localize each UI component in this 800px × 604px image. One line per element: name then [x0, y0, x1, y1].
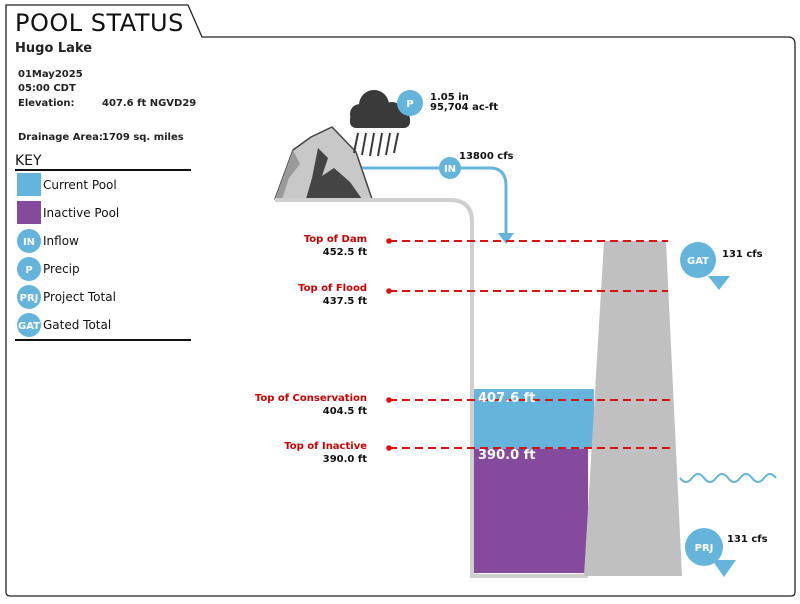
level-top-of-inactive: Top of Inactive 390.0 ft	[284, 441, 674, 465]
gated-badge	[680, 242, 716, 278]
level-name: Top of Conservation	[255, 393, 367, 404]
project-badge-symbol: PRJ	[695, 543, 714, 554]
level-name: Top of Dam	[304, 234, 367, 245]
reservoir-outline	[275, 198, 588, 578]
current-pool-label: 407.6 ft	[478, 391, 536, 406]
key-label-precip: Precip	[43, 262, 80, 276]
level-top-of-conservation: Top of Conservation 404.5 ft	[255, 393, 672, 417]
dam-structure	[584, 241, 682, 576]
precip-depth: 1.05 in	[430, 92, 469, 103]
rain-cloud-icon	[350, 90, 410, 157]
lake-name: Hugo Lake	[15, 41, 92, 56]
precip-key-badge	[17, 257, 41, 281]
level-value: 437.5 ft	[323, 296, 367, 307]
level-top-of-flood: Top of Flood 437.5 ft	[298, 283, 668, 307]
level-value: 390.0 ft	[323, 454, 367, 465]
inflow-arrow-line	[362, 166, 508, 236]
elevation-label: Elevation:	[18, 98, 75, 109]
gated-badge-symbol: GAT	[687, 256, 709, 267]
precip-key-symbol: P	[25, 265, 32, 276]
precip-badge-symbol: P	[406, 99, 413, 110]
drainage-value: 1709 sq. miles	[102, 132, 184, 143]
inflow-key-symbol: IN	[23, 237, 35, 248]
current-pool-swatch	[17, 173, 41, 196]
project-arrow-head	[712, 560, 736, 577]
inflow-key-badge	[17, 229, 41, 253]
key-label-gated-total: Gated Total	[43, 318, 111, 332]
key-label-current-pool: Current Pool	[43, 178, 117, 192]
status-time: 05:00 CDT	[18, 83, 76, 94]
gated-total-key-symbol: GAT	[18, 321, 40, 332]
drainage-label: Drainage Area:	[18, 132, 103, 143]
precip-volume: 95,704 ac-ft	[430, 102, 498, 113]
status-date: 01May2025	[18, 69, 83, 80]
page-title: POOL STATUS	[15, 9, 184, 37]
precip-badge	[397, 90, 423, 116]
level-top-of-dam: Top of Dam 452.5 ft	[304, 234, 668, 258]
project-total-key-symbol: PRJ	[20, 293, 39, 304]
project-badge	[685, 528, 723, 566]
key-label-inflow: Inflow	[43, 234, 79, 248]
inflow-arrow-head	[498, 233, 514, 244]
elevation-value: 407.6 ft NGVD29	[102, 98, 196, 109]
gated-arrow-head	[708, 276, 730, 290]
inflow-value: 13800 cfs	[459, 151, 514, 162]
project-value: 131 cfs	[727, 534, 768, 545]
river-waves-icon	[679, 473, 777, 483]
inactive-pool	[474, 449, 588, 573]
level-name: Top of Flood	[298, 283, 367, 294]
inflow-badge	[439, 157, 461, 179]
key-label-inactive-pool: Inactive Pool	[43, 206, 119, 220]
key-title: KEY	[15, 153, 42, 169]
inflow-badge-symbol: IN	[444, 164, 456, 175]
level-value: 404.5 ft	[323, 406, 367, 417]
project-total-key-badge	[17, 285, 41, 309]
inactive-pool-label: 390.0 ft	[478, 448, 536, 463]
level-name: Top of Inactive	[284, 441, 367, 452]
inactive-pool-swatch	[17, 201, 41, 224]
gated-total-key-badge	[17, 313, 41, 337]
level-value: 452.5 ft	[323, 247, 367, 258]
key-label-project-total: Project Total	[43, 290, 116, 304]
gated-value: 131 cfs	[722, 249, 763, 260]
